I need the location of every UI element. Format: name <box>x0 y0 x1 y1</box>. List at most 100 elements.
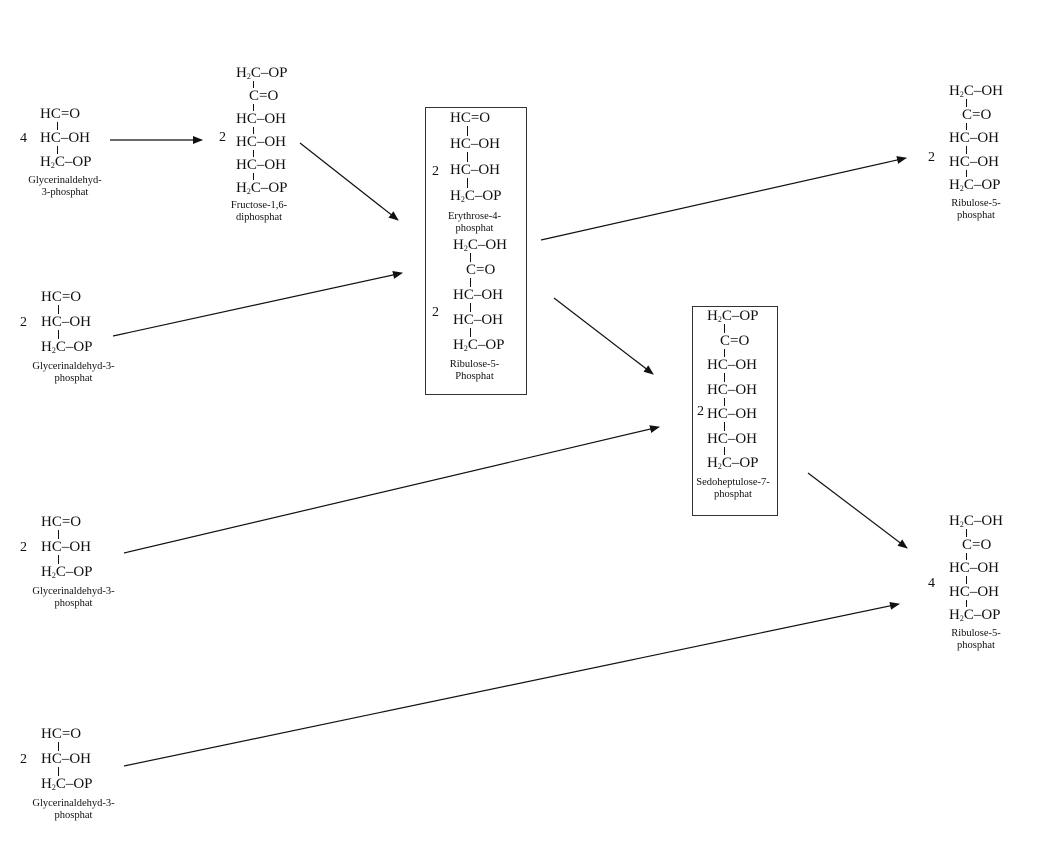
carbon-bond <box>966 576 967 584</box>
molecule-caption: Ribulose-5-Phosphat <box>449 359 500 382</box>
formula-line: HC–OH <box>450 136 501 152</box>
formula-line: HC–OH <box>40 130 91 146</box>
carbon-bond <box>470 278 471 287</box>
carbon-bond <box>966 529 967 537</box>
molecule-caption: Glycerinaldehyd-3-phosphat <box>32 798 115 821</box>
stoichiometric-coefficient: 2 <box>928 150 935 165</box>
arrow-gap2-to-ru5p <box>112 271 403 337</box>
formula-line: HC–OH <box>453 312 504 328</box>
formula-line: C=O <box>962 106 992 123</box>
molecule-caption: Glycerinaldehyd-3-phosphat <box>32 586 115 609</box>
carbon-bond <box>470 303 471 312</box>
carbon-bond <box>253 81 254 88</box>
carbon-bond <box>58 767 59 776</box>
formula-line: HC=O <box>40 106 81 122</box>
carbon-bond <box>966 169 967 177</box>
carbon-bond <box>467 126 468 136</box>
arrow-fbp-to-e4p <box>299 142 399 221</box>
formula-line: H2C–OP <box>41 776 93 792</box>
stoichiometric-coefficient: 2 <box>432 164 439 179</box>
formula-line: HC–OH <box>41 539 92 555</box>
carbon-bond <box>58 530 59 539</box>
formula-line: HC–OH <box>949 153 1000 170</box>
carbon-bond <box>724 446 725 455</box>
formula-line: H2C–OP <box>707 455 759 471</box>
stoichiometric-coefficient: 2 <box>432 305 439 320</box>
formula-line: HC=O <box>41 289 82 305</box>
carbon-bond <box>470 328 471 337</box>
molecule-caption: Glycerinaldehyd-3-phosphat <box>28 175 102 198</box>
formula-line: H2C–OH <box>949 513 1004 529</box>
carbon-bond <box>470 253 471 262</box>
carbon-bond <box>253 150 254 157</box>
carbon-bond <box>724 324 725 333</box>
stoichiometric-coefficient: 2 <box>20 540 27 555</box>
molecule-caption: Glycerinaldehyd-3-phosphat <box>32 361 115 384</box>
molecule-caption: Ribulose-5-phosphat <box>951 197 1001 221</box>
carbon-bond <box>58 330 59 339</box>
box-s7p <box>692 306 778 516</box>
stoichiometric-coefficient: 4 <box>928 576 935 591</box>
arrow-s7p-to-ru5p-out <box>807 472 908 549</box>
formula-line: HC–OH <box>450 162 501 178</box>
stoichiometric-coefficient: 2 <box>219 130 226 145</box>
arrow-box-to-s7p <box>553 297 654 375</box>
formula-line: C=O <box>249 88 279 104</box>
molecule-caption: Ribulose-5-phosphat <box>951 627 1001 651</box>
formula-line: H2C–OH <box>949 83 1004 99</box>
molecule-caption: Erythrose-4-phosphat <box>447 211 502 234</box>
formula-line: HC=O <box>41 514 82 530</box>
stoichiometric-coefficient: 2 <box>20 752 27 767</box>
carbon-bond <box>467 152 468 162</box>
formula-line: HC–OH <box>707 357 758 373</box>
formula-line: HC–OH <box>949 583 1000 600</box>
carbon-bond <box>57 122 58 130</box>
formula-line: C=O <box>466 262 496 278</box>
formula-line: H2C–OP <box>949 177 1001 193</box>
formula-line: H2C–OP <box>450 188 502 204</box>
carbon-bond <box>58 305 59 314</box>
carbon-bond <box>253 104 254 111</box>
carbon-bond <box>58 742 59 751</box>
formula-line: H2C–OP <box>41 339 93 355</box>
carbon-bond <box>966 599 967 607</box>
molecule-caption: Fructose-1,6-diphosphat <box>230 200 288 223</box>
formula-line: HC–OH <box>41 751 92 767</box>
formula-line: H2C–OP <box>236 65 288 81</box>
stoichiometric-coefficient: 2 <box>20 315 27 330</box>
carbon-bond <box>966 552 967 560</box>
carbon-bond <box>467 178 468 188</box>
carbon-bond <box>966 146 967 154</box>
carbon-bond <box>724 373 725 382</box>
carbon-bond <box>58 555 59 564</box>
formula-line: H2C–OH <box>453 237 508 253</box>
formula-line: C=O <box>720 332 750 349</box>
formula-line: HC–OH <box>236 157 287 173</box>
carbon-bond <box>724 422 725 431</box>
carbon-bond <box>253 127 254 134</box>
formula-line: HC–OH <box>707 430 758 447</box>
stoichiometric-coefficient: 2 <box>697 404 704 419</box>
formula-line: HC–OH <box>236 134 287 150</box>
formula-line: C=O <box>962 536 992 553</box>
formula-line: HC–OH <box>949 130 1000 146</box>
carbon-bond <box>724 397 725 406</box>
arrow-gap3-to-s7p <box>123 425 660 554</box>
formula-line: H2C–OP <box>707 308 759 324</box>
formula-line: HC–OH <box>453 287 504 303</box>
carbon-bond <box>724 348 725 357</box>
formula-line: HC–OH <box>707 381 758 398</box>
molecule-caption: Sedoheptulose-7-phosphat <box>696 476 770 500</box>
box-e4p-ru5p <box>425 107 527 395</box>
formula-line: HC–OH <box>236 111 287 127</box>
formula-line: H2C–OP <box>40 154 92 170</box>
formula-line: HC–OH <box>707 406 758 422</box>
carbon-bond <box>57 146 58 154</box>
formula-line: HC–OH <box>41 314 92 330</box>
formula-line: H2C–OP <box>949 607 1001 623</box>
formula-line: H2C–OP <box>41 564 93 580</box>
formula-line: HC–OH <box>949 560 1000 576</box>
formula-line: HC=O <box>41 726 82 742</box>
